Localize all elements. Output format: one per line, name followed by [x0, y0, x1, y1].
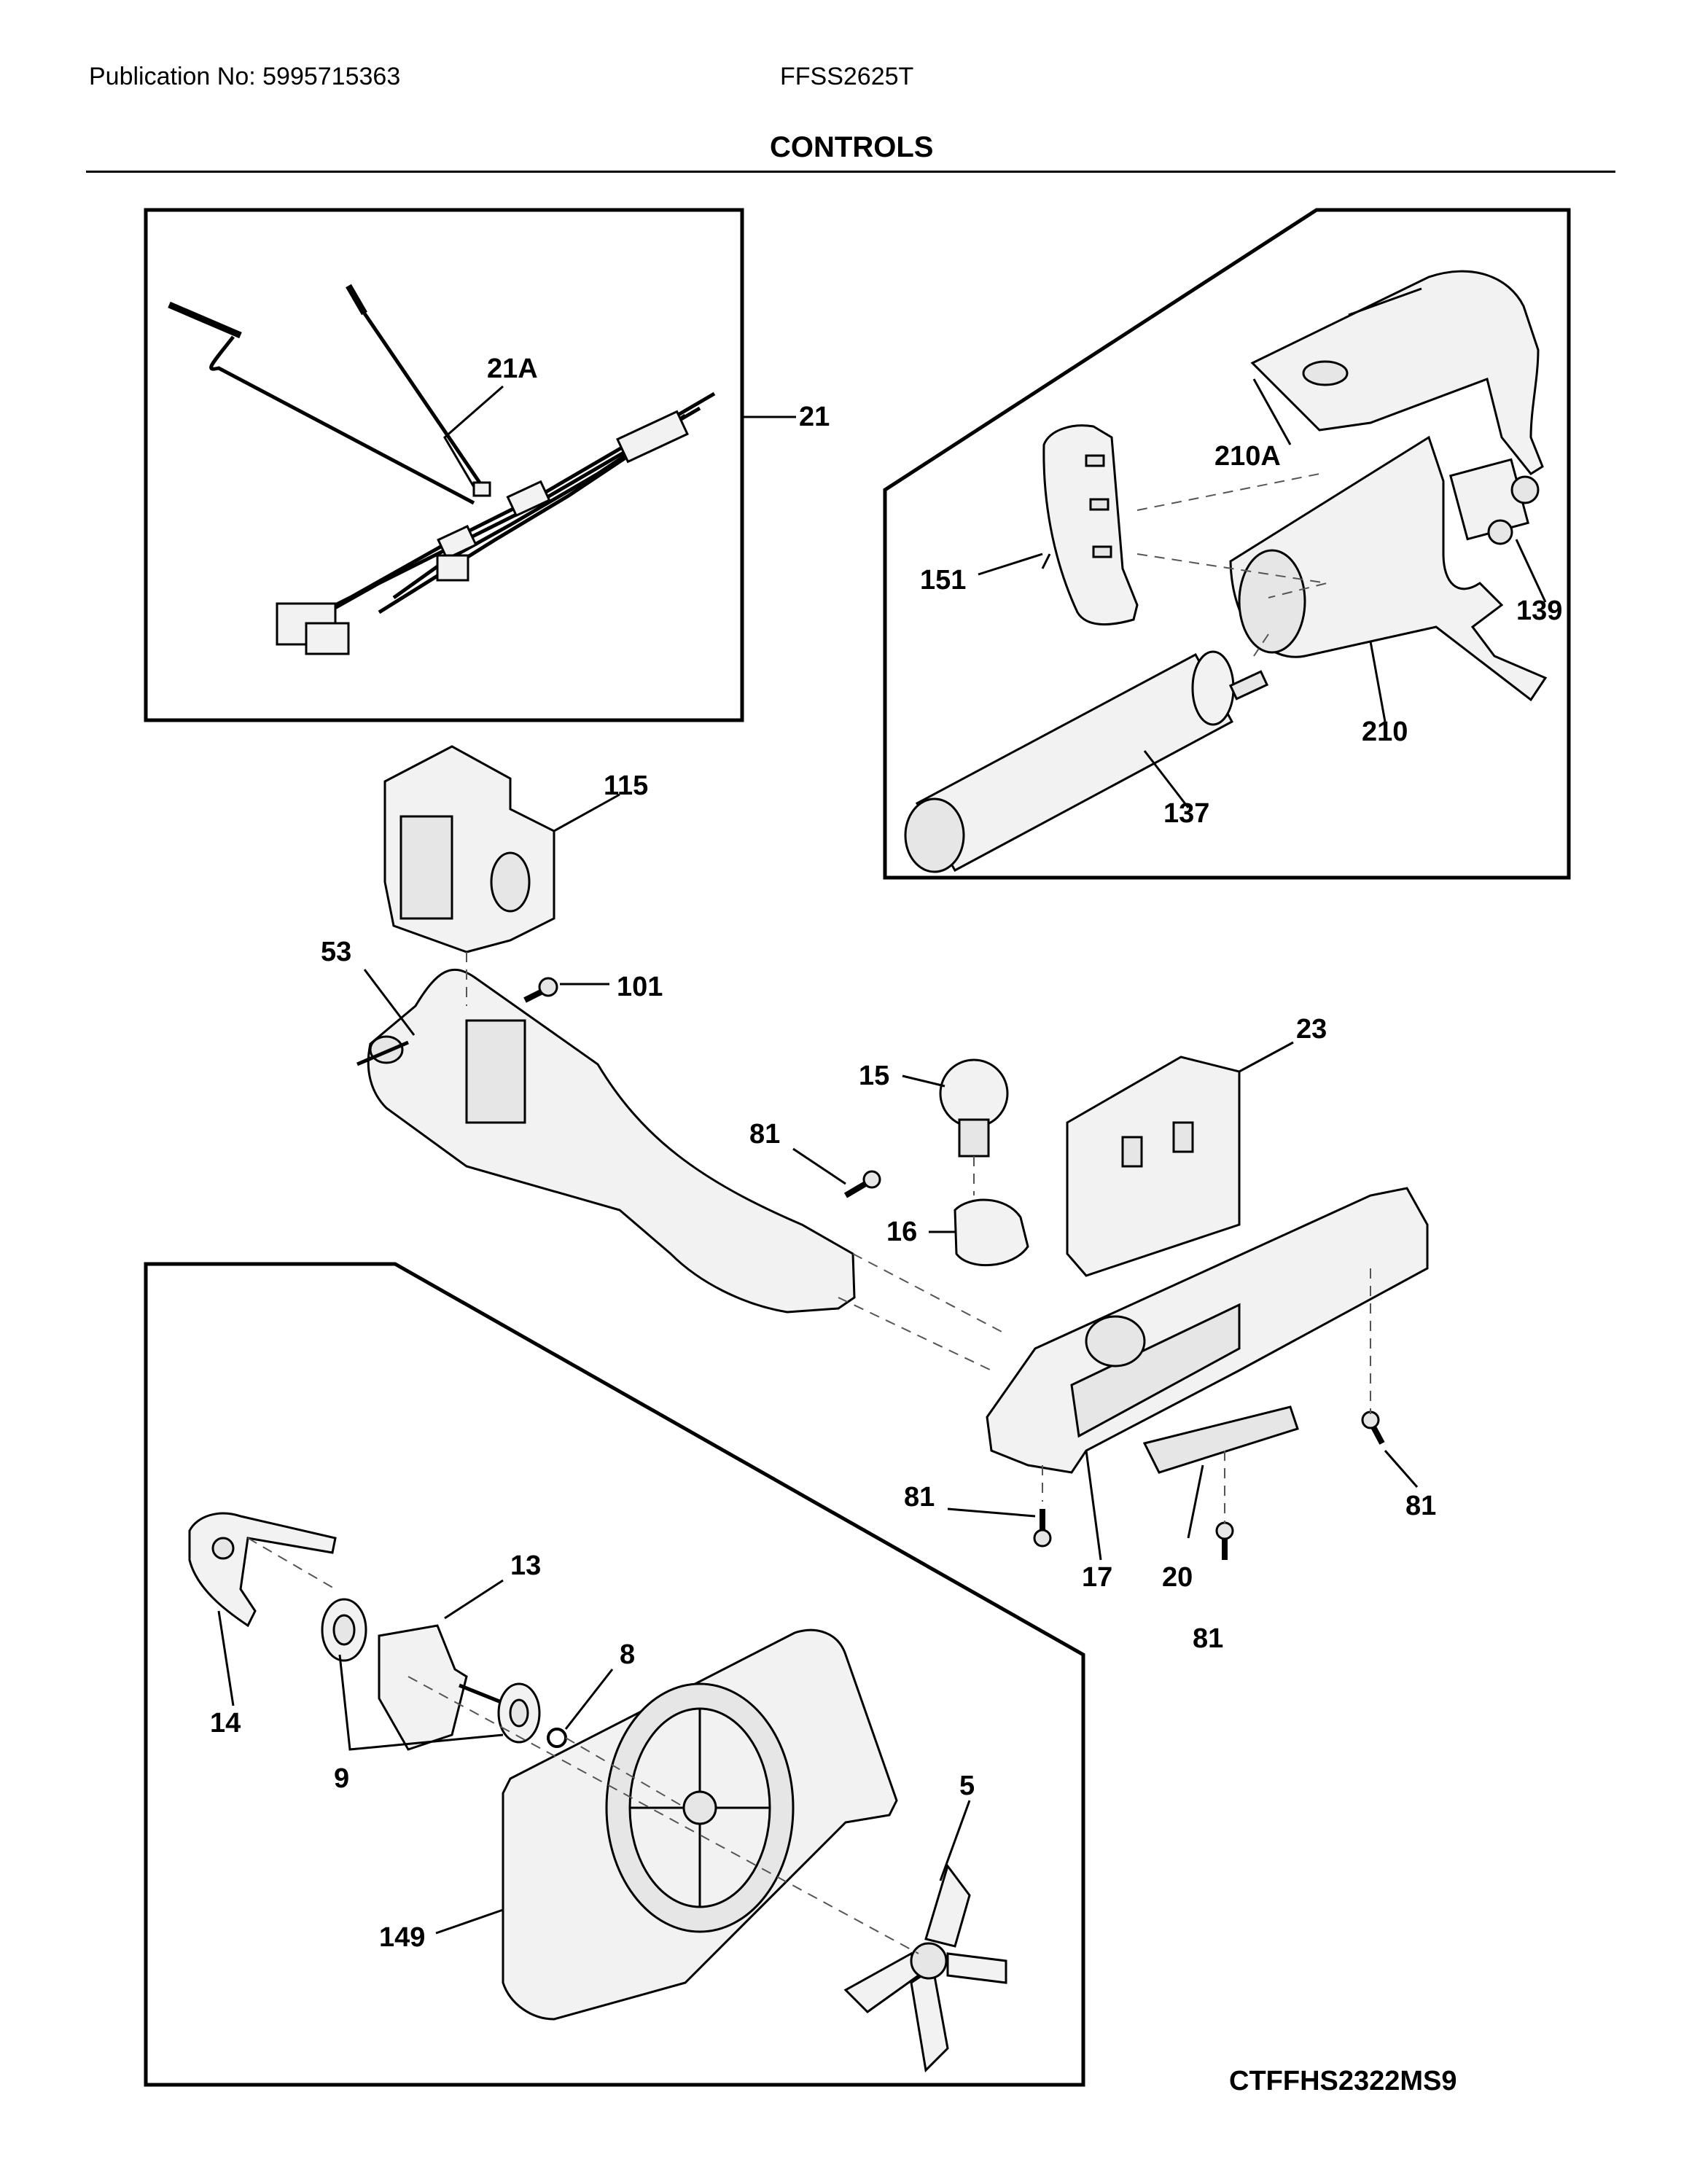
- filter-bypass-cap-151: [1042, 424, 1139, 626]
- leader-15: [902, 1074, 945, 1088]
- harness-frame: [144, 208, 744, 722]
- display-overlay-20: [1142, 1405, 1299, 1474]
- fan-motor-13: [378, 1624, 511, 1751]
- callout-23: 23: [1296, 1014, 1327, 1045]
- wiring-harness-panel: [144, 208, 796, 722]
- callout-17: 17: [1082, 1562, 1112, 1593]
- water-filter-cartridge-137: [904, 650, 1269, 873]
- leader-210a: [1252, 378, 1292, 445]
- grommet-9-right: [497, 1682, 541, 1744]
- screw-81-right: [1361, 1411, 1385, 1445]
- callout-15: 15: [859, 1061, 889, 1091]
- callout-81-bottom: 81: [1193, 1623, 1223, 1654]
- callout-115: 115: [604, 770, 648, 801]
- fan-shroud-149: [502, 1628, 898, 2021]
- leader-149: [435, 1908, 504, 1935]
- water-valve-139: [1448, 458, 1540, 545]
- screw-101: [523, 977, 558, 1003]
- leader-5: [939, 1800, 971, 1881]
- fan-assembly-panel: [144, 1262, 1085, 2087]
- leader-13: [444, 1579, 504, 1620]
- publication-number: Publication No: 5995715363: [89, 63, 401, 90]
- callout-151: 151: [920, 565, 966, 596]
- callout-210a: 210A: [1214, 441, 1281, 472]
- light-socket-16: [954, 1198, 1029, 1267]
- leader-81-right: [1384, 1450, 1419, 1488]
- light-bulb-15: [939, 1058, 1009, 1158]
- callout-20: 20: [1162, 1562, 1193, 1593]
- callout-9: 9: [334, 1763, 349, 1794]
- callout-81-left: 81: [904, 1482, 935, 1513]
- leader-115: [553, 793, 620, 832]
- filter-housing-cover-210a: [1250, 270, 1544, 475]
- leader-20: [1187, 1464, 1204, 1539]
- callout-81-upper: 81: [749, 1119, 780, 1150]
- water-filter-panel: [883, 208, 1571, 880]
- leader-14: [217, 1610, 235, 1706]
- leader-9: [338, 1654, 504, 1751]
- leader-151: [978, 553, 1043, 576]
- callout-137: 137: [1163, 798, 1209, 829]
- callout-8: 8: [620, 1639, 635, 1670]
- control-board-23: [1066, 1056, 1241, 1277]
- callout-16: 16: [886, 1217, 917, 1247]
- callout-149: 149: [379, 1922, 425, 1953]
- callout-21a: 21A: [487, 354, 538, 384]
- leader-53: [363, 969, 416, 1036]
- callout-101: 101: [617, 972, 663, 1002]
- screw-81-upper: [843, 1170, 881, 1198]
- leader-137: [1143, 750, 1190, 808]
- leader-21a: [443, 385, 504, 488]
- grommet-9-left: [321, 1598, 367, 1662]
- filter-head-housing-210: [1229, 435, 1548, 702]
- leader-23: [1239, 1041, 1294, 1073]
- leader-17: [1085, 1450, 1102, 1561]
- callout-21: 21: [799, 402, 830, 432]
- washer-8: [547, 1728, 567, 1748]
- screw-81-left: [1033, 1509, 1052, 1548]
- callout-53: 53: [321, 937, 351, 967]
- callout-13: 13: [510, 1550, 541, 1581]
- wiring-harness-21: [168, 284, 716, 655]
- filter-frame: [883, 208, 1571, 880]
- header-rule: [86, 171, 1615, 173]
- drawing-code: CTFFHS2322MS9: [1229, 2066, 1457, 2096]
- callout-139: 139: [1516, 596, 1562, 626]
- screw-81-bottom: [1215, 1521, 1234, 1560]
- leader-81-upper: [792, 1147, 846, 1185]
- section-title: CONTROLS: [770, 131, 934, 163]
- fan-frame: [144, 1262, 1085, 2087]
- dispenser-housing-53: [356, 969, 856, 1314]
- leader-8: [564, 1669, 614, 1730]
- motor-bracket-14: [188, 1512, 337, 1628]
- leader-210: [1369, 641, 1387, 722]
- callout-5: 5: [959, 1771, 975, 1801]
- callout-14: 14: [210, 1708, 241, 1739]
- fan-blade-5: [843, 1863, 1007, 2073]
- callout-81-right: 81: [1405, 1491, 1436, 1521]
- ice-dispenser-motor-115: [383, 745, 555, 953]
- callout-210: 210: [1362, 717, 1408, 747]
- leader-81-left: [947, 1507, 1036, 1518]
- model-number: FFSS2625T: [780, 63, 914, 90]
- control-housing-17: [986, 1187, 1429, 1474]
- leader-139: [1515, 539, 1547, 603]
